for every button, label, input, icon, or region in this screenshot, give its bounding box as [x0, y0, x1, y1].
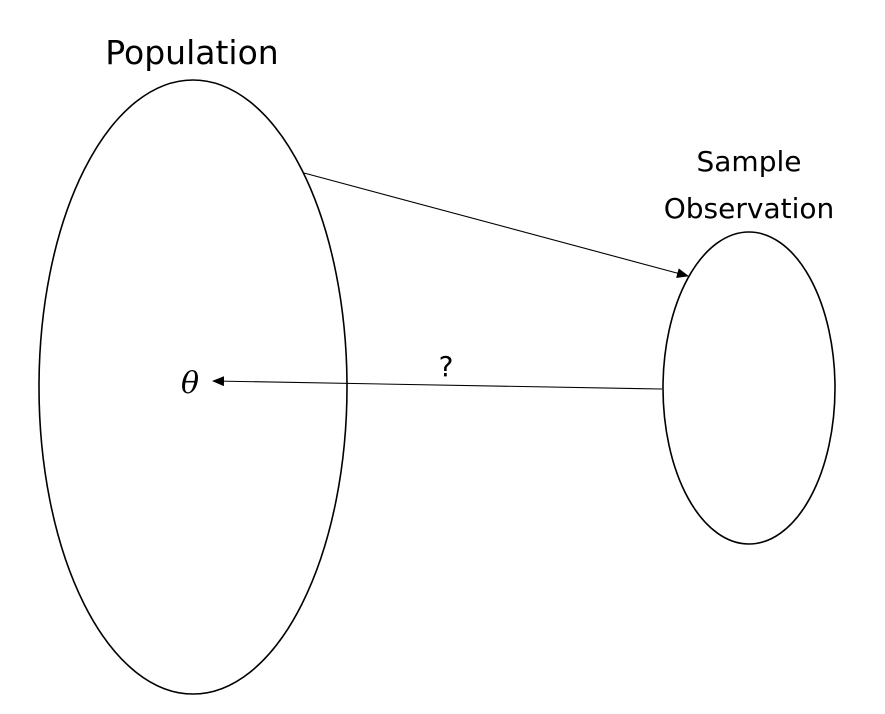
population-label: Population [105, 33, 278, 72]
inference-question-mark: ? [439, 350, 454, 383]
sample-observation-ellipse [662, 231, 836, 545]
sampling-arrow [303, 172, 689, 278]
inference-arrow [212, 376, 663, 390]
sample-label-line1: Sample [697, 145, 802, 178]
parameter-theta: θ [181, 366, 199, 401]
sample-label-line2: Observation [664, 192, 835, 225]
population-ellipse [38, 79, 348, 695]
